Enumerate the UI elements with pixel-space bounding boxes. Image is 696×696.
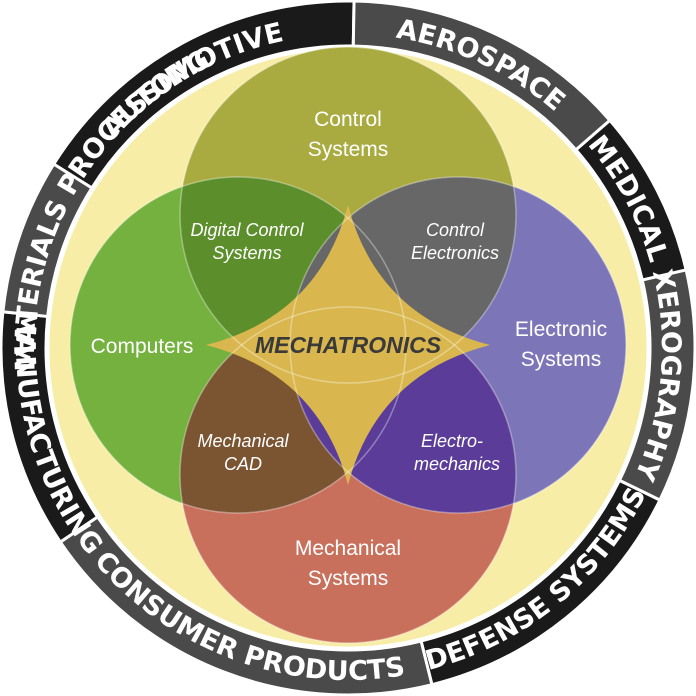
control-electronics-label-2: Electronics: [411, 243, 499, 263]
mechatronics-center: [206, 205, 490, 485]
electromechanics-label-2: mechanics: [414, 454, 500, 474]
ring-segment-materials-processing: [1, 162, 94, 319]
electronic-systems-label-2: Systems: [521, 348, 602, 371]
mechanical-systems-label-2: Systems: [308, 567, 389, 590]
computers-label: Computers: [91, 335, 194, 358]
mechatronics-label: MECHATRONICS: [255, 332, 442, 358]
circle-outlines: [69, 46, 627, 644]
control-systems-label-2: Systems: [308, 138, 389, 161]
electromechanics-label-1: Electro-: [421, 431, 483, 451]
digital-control-label-2: Systems: [212, 243, 281, 263]
digital-control-label-1: Digital Control: [190, 220, 304, 240]
mechanical-cad-label-2: CAD: [224, 454, 262, 474]
electronic-systems-label-1: Electronic: [515, 318, 607, 341]
control-systems-label-1: Control: [314, 108, 382, 131]
mechanical-cad-label-1: Mechanical: [197, 431, 289, 451]
mechanical-systems-label-1: Mechanical: [295, 537, 401, 560]
control-electronics-label-1: Control: [426, 220, 485, 240]
